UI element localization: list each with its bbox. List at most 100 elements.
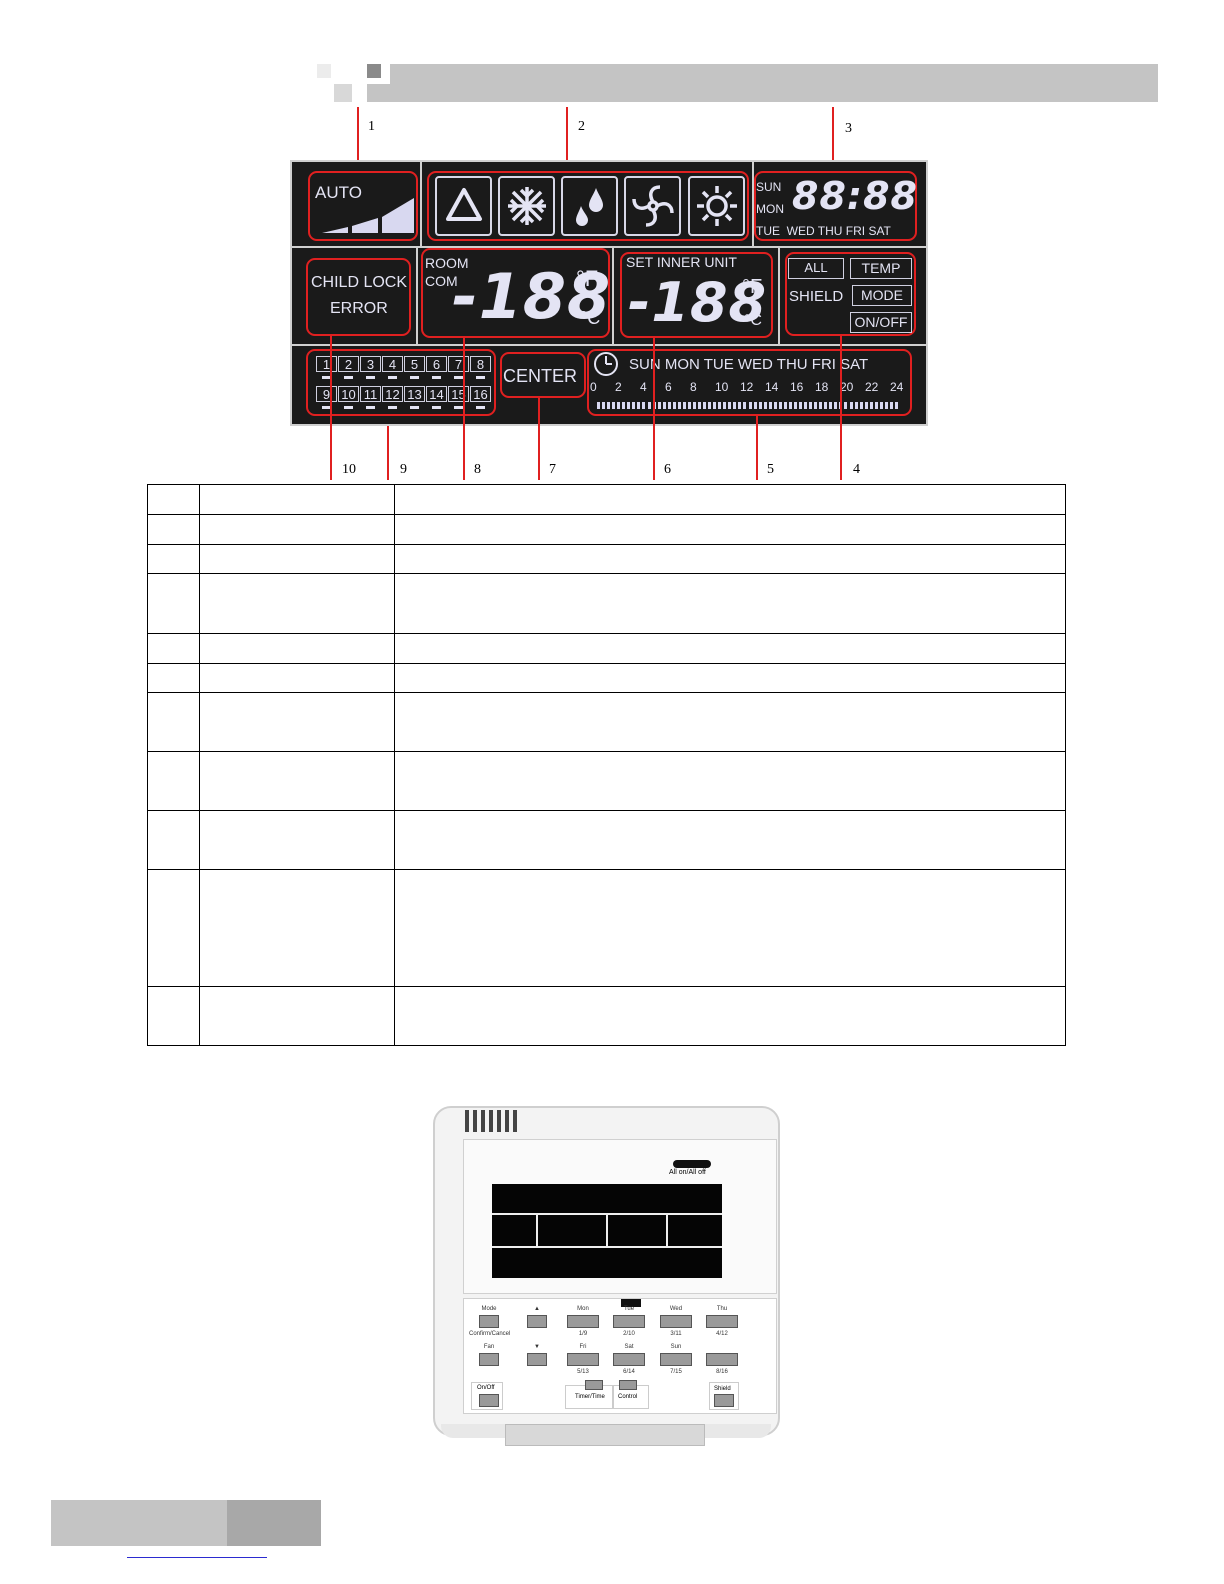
set-temp-digits: -188 bbox=[628, 271, 768, 334]
unit-number-cell: 16 bbox=[470, 386, 491, 402]
controller-button-top-label: Sun bbox=[670, 1344, 682, 1350]
timer-tick bbox=[607, 402, 611, 409]
unit-number-cell: 15 bbox=[448, 386, 469, 402]
controller-button[interactable] bbox=[479, 1315, 499, 1328]
unit-number-cell: 14 bbox=[426, 386, 447, 402]
timer-tick bbox=[788, 402, 792, 409]
timer-hour-label: 2 bbox=[615, 380, 622, 394]
set-unit-f: °F bbox=[742, 276, 763, 298]
unit-indicator-dash bbox=[454, 376, 463, 379]
controller-button-top-label: Thu bbox=[716, 1306, 728, 1312]
unit-number-cell: 10 bbox=[338, 386, 359, 402]
unit-number-cell: 6 bbox=[426, 356, 447, 372]
controller-button[interactable] bbox=[527, 1353, 547, 1366]
unit-indicator-dash bbox=[366, 406, 375, 409]
callout-1: 1 bbox=[368, 119, 375, 134]
timer-tick bbox=[864, 402, 868, 409]
timer-tick bbox=[849, 402, 853, 409]
unit-number-cell: 1 bbox=[316, 356, 337, 372]
onoff-button-frame bbox=[471, 1382, 503, 1410]
timer-tick bbox=[657, 402, 661, 409]
onoff-button-label: On/Off bbox=[477, 1385, 495, 1391]
controller-button-bottom-label: 5/13 bbox=[577, 1369, 589, 1375]
unit-number-cell: 5 bbox=[404, 356, 425, 372]
table-row bbox=[147, 633, 1066, 664]
callout-line-7 bbox=[538, 397, 540, 480]
timer-hour-label: 10 bbox=[715, 380, 729, 394]
controller-lcd bbox=[492, 1184, 722, 1278]
unit-number-cell: 2 bbox=[338, 356, 359, 372]
controller-button-top-label: Wed bbox=[669, 1306, 683, 1312]
controller-button[interactable] bbox=[479, 1353, 499, 1366]
controller-button[interactable] bbox=[706, 1315, 738, 1328]
timer-hour-label: 12 bbox=[740, 380, 754, 394]
timer-tick bbox=[743, 402, 747, 409]
timer-tick bbox=[703, 402, 707, 409]
zone-3-box bbox=[754, 171, 917, 241]
callout-6: 6 bbox=[664, 462, 671, 477]
lcd-divider-h2 bbox=[292, 344, 926, 346]
callout-line-4 bbox=[840, 334, 842, 480]
timer-hour-label: 18 bbox=[815, 380, 829, 394]
zone-1-box bbox=[308, 171, 418, 241]
shield-button[interactable] bbox=[714, 1394, 734, 1407]
controller-button-top-label: Mode bbox=[481, 1306, 497, 1312]
timer-tick bbox=[814, 402, 818, 409]
controller-button[interactable] bbox=[567, 1353, 599, 1366]
timer-hour-label: 16 bbox=[790, 380, 804, 394]
controller-button[interactable] bbox=[660, 1315, 692, 1328]
timer-button[interactable] bbox=[585, 1380, 603, 1390]
unit-indicator-dash bbox=[322, 376, 331, 379]
controller-button-top-label: ▼ bbox=[534, 1344, 540, 1350]
controller-clip bbox=[505, 1424, 705, 1446]
room-temp-digits: -188 bbox=[452, 260, 612, 333]
controller-button[interactable] bbox=[567, 1315, 599, 1328]
child-lock-label: CHILD LOCK bbox=[311, 274, 408, 291]
controller-button[interactable] bbox=[706, 1353, 738, 1366]
controller-button[interactable] bbox=[527, 1315, 547, 1328]
timer-tick bbox=[889, 402, 893, 409]
timer-tick bbox=[804, 402, 808, 409]
all-on-off-label: All on/All off bbox=[669, 1169, 706, 1176]
callout-line-2 bbox=[566, 107, 568, 171]
footer-link-underline bbox=[127, 1557, 267, 1558]
controller-button[interactable] bbox=[613, 1353, 645, 1366]
timer-tick bbox=[829, 402, 833, 409]
room-unit-f: °F bbox=[576, 266, 599, 291]
controller-button-top-label: Mon bbox=[577, 1306, 589, 1312]
callout-line-5 bbox=[756, 414, 758, 480]
table-row bbox=[147, 869, 1066, 987]
onoff-button[interactable] bbox=[479, 1394, 499, 1407]
controller-button[interactable] bbox=[660, 1353, 692, 1366]
table-row bbox=[147, 484, 1066, 515]
unit-indicator-dash bbox=[344, 406, 353, 409]
timer-tick bbox=[819, 402, 823, 409]
unit-indicator-dash bbox=[432, 406, 441, 409]
fan-speed-bars-icon bbox=[322, 198, 414, 233]
unit-number-cell: 12 bbox=[382, 386, 403, 402]
controller-button-bottom-label: 6/14 bbox=[623, 1369, 635, 1375]
zone-9-box bbox=[306, 349, 496, 416]
timer-hour-label: 24 bbox=[890, 380, 904, 394]
header-decoration-dark bbox=[367, 64, 381, 78]
clock-digits: 88:88 bbox=[792, 174, 918, 218]
timer-tick bbox=[854, 402, 858, 409]
timer-tick bbox=[682, 402, 686, 409]
timer-days-label: SUN MON TUE WED THU FRI SAT bbox=[629, 356, 869, 373]
timer-hour-label: 6 bbox=[665, 380, 672, 394]
unit-indicator-dash bbox=[476, 376, 485, 379]
controller-button[interactable] bbox=[613, 1315, 645, 1328]
controller-button-bottom-label: 1/9 bbox=[578, 1331, 588, 1337]
timer-tick bbox=[758, 402, 762, 409]
zone-2-box bbox=[427, 171, 749, 241]
controller-button-bottom-label: 4/12 bbox=[716, 1331, 728, 1337]
indicator-led bbox=[621, 1299, 641, 1307]
unit-number-cell: 9 bbox=[316, 386, 337, 402]
clock-day-row: TUE WED THU FRI SAT bbox=[756, 224, 891, 238]
lcd-display-figure: AUTO bbox=[290, 160, 928, 426]
auto-cycle-icon bbox=[435, 176, 492, 236]
control-button[interactable] bbox=[619, 1380, 637, 1390]
controller-vent bbox=[465, 1110, 517, 1132]
